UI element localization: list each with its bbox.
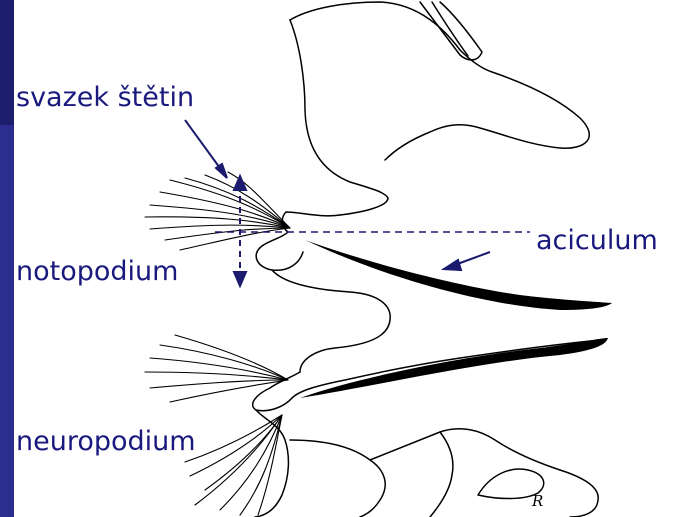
dorsal-cirrus-rib [432, 2, 468, 56]
notopodium-lower-outline [272, 270, 390, 372]
ventral-lobe [290, 440, 385, 517]
dorsal-lobe-outline [290, 2, 589, 160]
label-bristle-bundle: svazek štětin [16, 84, 194, 111]
ventral-lobe-divider [430, 432, 453, 517]
neuropodial-upper-chaetae [145, 335, 288, 402]
label-notopodium: notopodium [16, 258, 178, 285]
label-neuropodium: neuropodium [16, 428, 196, 455]
notopodium-lobe [256, 212, 340, 270]
ventral-lobe-outline [370, 429, 598, 517]
aciculum-pointer-arrowhead [444, 260, 461, 270]
vertical-arrow-bottom-head [234, 272, 246, 286]
neuropodial-lower-chaetae [185, 415, 282, 515]
artist-signature: R [532, 492, 543, 510]
parapodium-outline [253, 2, 600, 517]
neuropodium-lobe [253, 372, 300, 411]
bristle-pointer-arrowhead [216, 164, 227, 178]
notopodial-chaetae [145, 172, 290, 250]
dorsal-lobe-inner-outline [290, 20, 388, 215]
label-aciculum: aciculum [536, 227, 658, 254]
